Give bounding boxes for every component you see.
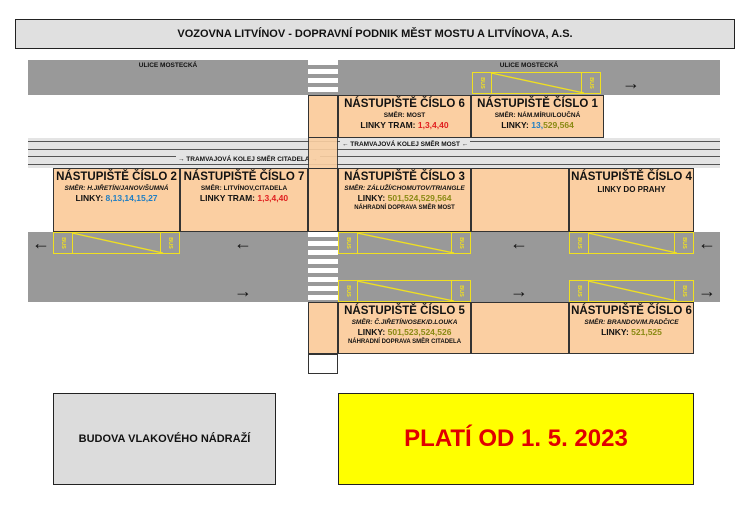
bus-label-cell: BUS <box>451 233 470 253</box>
platform-blank <box>471 168 569 232</box>
bus-bay-diagonal <box>357 281 454 301</box>
platform-subtitle: LINKY DO PRAHY <box>597 185 666 194</box>
platform-title: NÁSTUPIŠTĚ ČÍSLO 4 <box>571 171 692 183</box>
platform-7: NÁSTUPIŠTĚ ČÍSLO 7 SMĚR: LITVÍNOV,CITADE… <box>180 168 308 232</box>
platform-lines: LINKY: 501,523,524,526 <box>357 327 452 337</box>
platform-direction: SMĚR: Č.JIŘETÍN/OSEK/D.LOUKA <box>351 319 458 326</box>
platform-note: NÁHRADNÍ DOPRAVA SMĚR CITADELA <box>347 339 462 345</box>
platform-title: NÁSTUPIŠTĚ ČÍSLO 1 <box>477 98 598 110</box>
bus-label-cell: BUS <box>339 281 358 301</box>
bus-bay-diagonal <box>491 73 584 93</box>
validity-notice: PLATÍ OD 1. 5. 2023 <box>338 393 694 485</box>
platform-2: NÁSTUPIŠTĚ ČÍSLO 2 SMĚR: H.JIŘETÍN/JANOV… <box>53 168 180 232</box>
bus-label-cell: BUS <box>570 281 589 301</box>
platform-6-bottom: NÁSTUPIŠTĚ ČÍSLO 6 SMĚR: BRANDOV/M.RADČI… <box>569 302 694 354</box>
arrow-left-icon: ← <box>698 233 716 253</box>
platform-title: NÁSTUPIŠTĚ ČÍSLO 6 <box>344 98 465 110</box>
bus-label-cell: BUS <box>473 73 492 93</box>
platform-4: NÁSTUPIŠTĚ ČÍSLO 4 LINKY DO PRAHY <box>569 168 694 232</box>
platform-direction: SMĚR: MOST <box>383 112 426 119</box>
bus-bay: BUS BUS <box>569 280 694 302</box>
bus-bay-diagonal <box>588 233 677 253</box>
platform-blank <box>471 302 569 354</box>
platform-lines: LINKY: 521,525 <box>601 327 662 337</box>
bus-label-cell: BUS <box>674 281 693 301</box>
platform-direction: SMĚR: LITVÍNOV,CITADELA <box>200 185 288 192</box>
platform-lines: LINKY TRAM: 1,3,4,40 <box>199 193 289 203</box>
bus-bay: BUS BUS <box>472 72 601 94</box>
track-label-citadela: → TRAMVAJOVÁ KOLEJ SMĚR CITADELA → <box>176 156 320 163</box>
platform-1: NÁSTUPIŠTĚ ČÍSLO 1 SMĚR: NÁM.MÍRU/LOUČNÁ… <box>471 95 604 138</box>
walkway-tracks <box>308 138 338 168</box>
bus-label-cell: BUS <box>581 73 600 93</box>
bus-bay: BUS BUS <box>338 280 471 302</box>
crosswalk-top <box>308 60 338 95</box>
platform-lines: LINKY: 13,529,564 <box>501 120 574 130</box>
bus-bay-diagonal <box>72 233 163 253</box>
platform-6-top: NÁSTUPIŠTĚ ČÍSLO 6 SMĚR: MOST LINKY TRAM… <box>338 95 471 138</box>
rail-line <box>28 149 720 150</box>
arrow-right-icon: → <box>698 281 716 301</box>
platform-direction: SMĚR: H.JIŘETÍN/JANOV/ŠUMNÁ <box>64 185 169 192</box>
walkway-end <box>308 354 338 374</box>
bus-label-cell: BUS <box>451 281 470 301</box>
arrow-right-icon: → <box>510 281 528 301</box>
platform-direction: SMĚR: ZÁLUŽÍ/CHOMUTOV/TRIANGLE <box>344 185 465 192</box>
platform-title: NÁSTUPIŠTĚ ČÍSLO 6 <box>571 305 692 317</box>
platform-lines: LINKY TRAM: 1,3,4,40 <box>360 120 449 130</box>
bus-bay-diagonal <box>588 281 677 301</box>
station-building: BUDOVA VLAKOVÉHO NÁDRAŽÍ <box>53 393 276 485</box>
platform-5: NÁSTUPIŠTĚ ČÍSLO 5 SMĚR: Č.JIŘETÍN/OSEK/… <box>338 302 471 354</box>
arrow-left-icon: ← <box>510 233 528 253</box>
street-label-left: ULICE MOSTECKÁ <box>138 62 198 69</box>
bus-label-cell: BUS <box>339 233 358 253</box>
bus-label-cell: BUS <box>674 233 693 253</box>
rail-line <box>28 156 720 157</box>
crosswalk-main <box>308 232 338 302</box>
bus-bay: BUS BUS <box>569 232 694 254</box>
street-top <box>28 60 720 95</box>
arrow-right-icon: → <box>234 281 252 301</box>
page-title: VOZOVNA LITVÍNOV - DOPRAVNÍ PODNIK MĚST … <box>15 19 735 49</box>
bus-bay: BUS BUS <box>338 232 471 254</box>
main-road <box>28 232 720 302</box>
rail-line <box>28 164 720 165</box>
platform-title: NÁSTUPIŠTĚ ČÍSLO 7 <box>183 171 305 183</box>
platform-title: NÁSTUPIŠTĚ ČÍSLO 5 <box>344 305 465 317</box>
street-label-right: ULICE MOSTECKÁ <box>499 62 559 69</box>
bus-label-cell: BUS <box>570 233 589 253</box>
platform-title: NÁSTUPIŠTĚ ČÍSLO 2 <box>56 171 177 183</box>
walkway-lower <box>308 302 338 354</box>
platform-3: NÁSTUPIŠTĚ ČÍSLO 3 SMĚR: ZÁLUŽÍ/CHOMUTOV… <box>338 168 471 232</box>
platform-title: NÁSTUPIŠTĚ ČÍSLO 3 <box>344 171 465 183</box>
arrow-right-icon: → <box>622 73 640 93</box>
platform-lines: LINKY: 8,13,14,15,27 <box>75 193 158 203</box>
platform-lines: LINKY: 501,524,529,564 <box>357 193 452 203</box>
walkway-middle <box>308 168 338 232</box>
arrow-left-icon: ← <box>32 233 50 253</box>
arrow-left-icon: ← <box>234 233 252 253</box>
platform-direction: SMĚR: BRANDOV/M.RADČICE <box>584 319 679 326</box>
bus-bay-diagonal <box>357 233 454 253</box>
walkway-upper <box>308 95 338 138</box>
bus-bay: BUS BUS <box>53 232 180 254</box>
platform-note: NÁHRADNÍ DOPRAVA SMĚR MOST <box>354 205 455 211</box>
bus-label-cell: BUS <box>160 233 179 253</box>
platform-direction: SMĚR: NÁM.MÍRU/LOUČNÁ <box>494 112 581 119</box>
track-label-most: ← TRAMVAJOVÁ KOLEJ SMĚR MOST ← <box>340 141 471 148</box>
bus-label-cell: BUS <box>54 233 73 253</box>
